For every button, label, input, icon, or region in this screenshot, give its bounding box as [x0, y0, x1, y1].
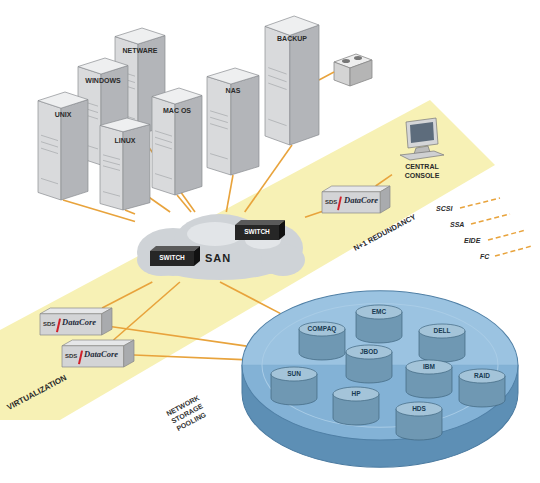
- node-label: NAS: [226, 86, 241, 95]
- fibre-link: [125, 210, 135, 214]
- fibre-link: [134, 355, 242, 360]
- fibre-link: [220, 282, 281, 314]
- node-label: BACKUP: [277, 34, 307, 43]
- node-label: HP: [351, 390, 360, 398]
- server-tower: BACKUP: [265, 16, 319, 145]
- tape-device: [334, 54, 372, 86]
- node-label: EMC: [372, 308, 386, 316]
- server-tower-shape: [207, 68, 259, 175]
- node-label: SWITCH: [159, 253, 185, 262]
- san-switch: SWITCH: [235, 220, 285, 240]
- node-label: SDS: [325, 198, 337, 206]
- server-tower: UNIX: [38, 92, 88, 200]
- storage-array: HP: [332, 386, 380, 426]
- interface-label: EIDE: [464, 236, 480, 245]
- node-label: SDS: [43, 320, 55, 328]
- storage-array: DELL: [418, 323, 466, 363]
- tape-cable: [319, 72, 334, 80]
- server-tower-shape: [100, 118, 150, 210]
- fibre-link: [102, 282, 152, 308]
- storage-array: RAID: [458, 368, 506, 408]
- node-label: JBOD: [360, 348, 378, 356]
- node-label: DataCore: [84, 349, 118, 360]
- node-label: RAID: [474, 372, 490, 380]
- storage-array: HDS: [395, 401, 443, 441]
- interface-label: SCSI: [436, 204, 452, 213]
- node-label: MAC OS: [163, 106, 191, 115]
- node-label: IBM: [423, 363, 435, 371]
- fibre-link: [376, 175, 392, 186]
- node-label: SWITCH: [244, 227, 270, 236]
- san-switch: SWITCH: [150, 246, 200, 266]
- interface-dashes: [460, 198, 532, 256]
- datacore-appliance: SDS DataCore: [62, 340, 134, 367]
- storage-array: EMC: [355, 304, 403, 344]
- node-label: WINDOWS: [85, 76, 120, 85]
- node-label: NETWORK STORAGE POOLING: [159, 390, 216, 437]
- storage-array: SUN: [270, 366, 318, 406]
- node-label: DataCore: [62, 317, 96, 328]
- node-label: NETWARE: [123, 46, 158, 55]
- server-tower-shape: [38, 92, 88, 200]
- server-tower: LINUX: [100, 118, 150, 210]
- datacore-appliance: SDS DataCore: [40, 308, 112, 335]
- node-label: UNIX: [55, 110, 72, 119]
- storage-pool: NETWORK STORAGE POOLINGCOMPAQEMCDELLJBOD…: [240, 288, 520, 470]
- fibre-link: [226, 175, 233, 212]
- node-label: SAN: [205, 252, 231, 265]
- interface-label: SSA: [450, 220, 464, 229]
- server-tower-shape: [152, 88, 202, 195]
- interface-label: FC: [480, 252, 489, 261]
- node-label: SUN: [287, 370, 301, 378]
- node-label: DELL: [434, 327, 451, 335]
- fibre-link: [177, 195, 191, 212]
- console-workstation-shape: [392, 118, 452, 160]
- datacore-appliance: SDS DataCore: [322, 186, 390, 213]
- node-label: COMPAQ: [308, 325, 337, 333]
- node-label: DataCore: [344, 195, 378, 206]
- node-label: SDS: [65, 352, 77, 360]
- console-workstation: CENTRAL CONSOLE: [392, 118, 452, 190]
- server-tower: NAS: [207, 68, 259, 175]
- node-label: LINUX: [115, 136, 136, 145]
- san-cloud: SAN SWITCH SWITCH: [135, 212, 305, 282]
- node-label: CENTRAL CONSOLE: [392, 162, 452, 180]
- storage-array: IBM: [405, 359, 453, 399]
- node-label: HDS: [412, 405, 426, 413]
- fibre-link: [305, 211, 322, 217]
- storage-array: COMPAQ: [298, 321, 346, 361]
- storage-array: JBOD: [345, 344, 393, 384]
- server-tower: MAC OS: [152, 88, 202, 195]
